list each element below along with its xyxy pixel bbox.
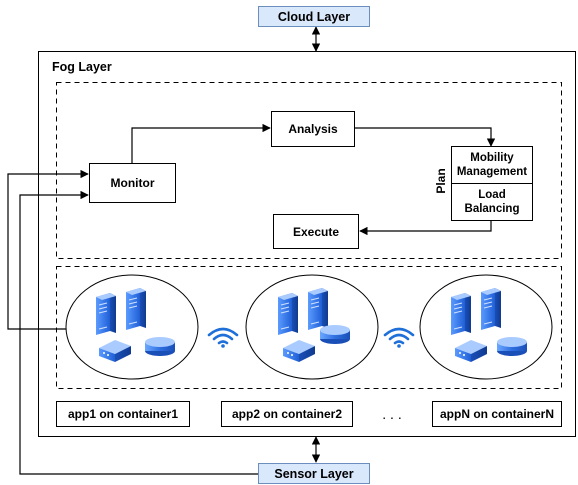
fog-layer-title: Fog Layer <box>52 60 112 74</box>
server-icon <box>125 287 147 331</box>
monitor-box[interactable]: Monitor <box>89 163 176 203</box>
sensor-to-monitor-arrow <box>19 190 258 475</box>
wifi-icon <box>207 327 239 350</box>
wifi-icon <box>383 327 415 350</box>
ellipsis: . . . <box>382 406 402 422</box>
server-icon <box>95 292 117 336</box>
plan-to-execute-arrow <box>359 220 492 236</box>
analysis-box[interactable]: Analysis <box>271 111 355 147</box>
plan-label: Plan <box>434 168 448 194</box>
cloud-layer-box[interactable]: Cloud Layer <box>258 6 370 27</box>
server-icon <box>480 287 502 331</box>
app-container-label-1[interactable]: app1 on container1 <box>56 401 190 427</box>
server-icon <box>277 292 299 336</box>
mobility-management-label[interactable]: Mobility Management <box>456 152 528 178</box>
execute-box[interactable]: Execute <box>273 214 359 249</box>
containers-region <box>56 266 562 389</box>
app-container-label-2[interactable]: app2 on container2 <box>221 401 353 427</box>
storage-icon <box>320 325 350 344</box>
storage-icon <box>497 337 527 356</box>
mape-loop-region <box>56 82 562 259</box>
app-container-label-n[interactable]: appN on containerN <box>432 401 562 427</box>
analysis-to-plan-arrow <box>355 127 496 147</box>
server-icon <box>307 287 329 331</box>
server-icon <box>450 292 472 336</box>
fog-layer-boundary <box>38 51 576 437</box>
load-balancing-label[interactable]: Load Balancing <box>464 189 520 215</box>
monitor-to-analysis-arrow <box>131 123 271 163</box>
container-to-monitor-arrow <box>7 169 89 330</box>
storage-icon <box>145 337 175 356</box>
sensor-layer-box[interactable]: Sensor Layer <box>258 463 370 484</box>
